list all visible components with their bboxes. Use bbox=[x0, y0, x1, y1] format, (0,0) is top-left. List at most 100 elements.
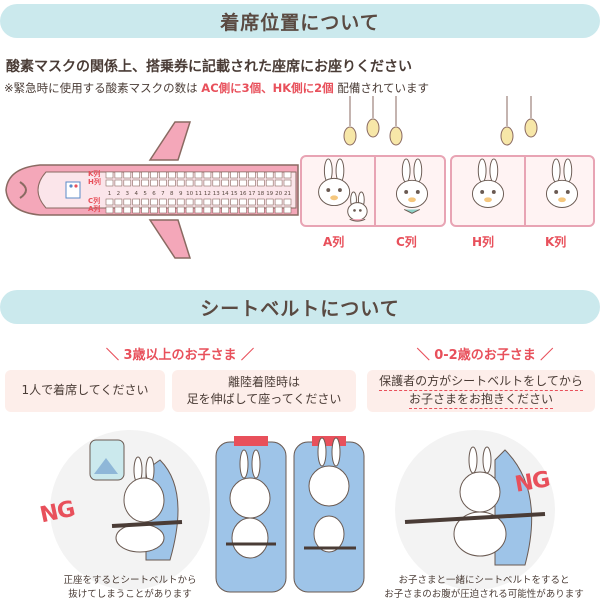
seat-number: 8 bbox=[170, 191, 174, 197]
seat-number: 16 bbox=[240, 191, 247, 197]
seat bbox=[212, 206, 221, 214]
seat-number: 3 bbox=[126, 191, 130, 197]
seat bbox=[203, 198, 212, 206]
seat bbox=[283, 179, 292, 187]
seat bbox=[221, 198, 229, 206]
seat bbox=[168, 198, 176, 206]
seat bbox=[230, 198, 238, 206]
seat bbox=[168, 179, 176, 187]
caption-line2: お子さまのお腹が圧迫される可能性があります bbox=[384, 589, 584, 601]
seat bbox=[274, 198, 283, 206]
oxygen-mask-icon bbox=[389, 96, 403, 146]
seat-number: 13 bbox=[213, 191, 220, 197]
seat-rows-ca bbox=[105, 198, 292, 214]
row-letter-k: K列 bbox=[88, 169, 100, 178]
seat bbox=[105, 171, 114, 179]
seat bbox=[203, 179, 212, 187]
age-3-plus-heading: ＼ 3歳以上のお子さま ／ bbox=[105, 348, 255, 363]
note-prefix: ※緊急時に使用する酸素マスクの数は bbox=[4, 81, 202, 95]
seat bbox=[114, 198, 123, 206]
seat bbox=[283, 198, 292, 206]
seat-number: 20 bbox=[275, 191, 282, 197]
caption-line1: お子さまと一緒にシートベルトをすると bbox=[398, 575, 570, 586]
seat bbox=[239, 179, 247, 187]
caption-kneeling: 正座をするとシートベルトから 抜けてしまうことがあります bbox=[40, 574, 220, 603]
seating-instruction: 酸素マスクの関係上、搭乗券に記載された座席にお座りください bbox=[6, 59, 412, 75]
seat bbox=[105, 206, 114, 214]
seat bbox=[185, 198, 194, 206]
seat bbox=[194, 179, 203, 187]
rabbit-adult-icon bbox=[395, 158, 429, 214]
row-label-c: C列 bbox=[396, 235, 417, 249]
seat bbox=[221, 206, 229, 214]
seat bbox=[176, 171, 185, 179]
seat bbox=[132, 179, 140, 187]
seat-number: 5 bbox=[143, 191, 147, 197]
seat bbox=[176, 198, 185, 206]
seat bbox=[185, 171, 194, 179]
seat bbox=[248, 206, 256, 214]
seat-number: 7 bbox=[161, 191, 165, 197]
seat bbox=[256, 198, 265, 206]
seat bbox=[230, 171, 238, 179]
seat bbox=[132, 206, 140, 214]
seat bbox=[168, 171, 176, 179]
seat-cell-a bbox=[302, 157, 376, 225]
seat bbox=[150, 198, 158, 206]
seat bbox=[248, 198, 256, 206]
illustration-kneeling-rabbit bbox=[89, 439, 183, 561]
seat-number: 4 bbox=[134, 191, 138, 197]
headrest-left bbox=[234, 436, 268, 446]
seat bbox=[283, 206, 292, 214]
section-header-seating: 着席位置について bbox=[0, 4, 600, 38]
seat bbox=[150, 179, 158, 187]
seat bbox=[256, 206, 265, 214]
seat bbox=[256, 179, 265, 187]
seat-cell-k bbox=[526, 157, 598, 225]
seat bbox=[212, 198, 221, 206]
seat bbox=[248, 171, 256, 179]
row-label-h: H列 bbox=[472, 235, 495, 249]
seat bbox=[212, 171, 221, 179]
cockpit-window bbox=[19, 181, 27, 199]
seat-number: 14 bbox=[222, 191, 229, 197]
seat-number: 19 bbox=[266, 191, 273, 197]
seat bbox=[239, 171, 247, 179]
row-letter-h: H列 bbox=[88, 177, 101, 186]
seat bbox=[194, 198, 203, 206]
seat bbox=[159, 198, 167, 206]
seatbelt-card-legs: 離陸着陸時は 足を伸ばして座ってください bbox=[172, 370, 356, 412]
seat bbox=[176, 179, 185, 187]
seat bbox=[132, 198, 140, 206]
seat bbox=[168, 206, 176, 214]
age-0-2-heading: ＼ 0-2歳のお子さま ／ bbox=[416, 348, 554, 363]
seat bbox=[274, 179, 283, 187]
row-label-a: A列 bbox=[323, 235, 345, 249]
lower-wing bbox=[148, 219, 192, 259]
seat bbox=[185, 206, 194, 214]
seat bbox=[141, 206, 149, 214]
seat bbox=[203, 206, 212, 214]
seat-number: 10 bbox=[186, 191, 193, 197]
seat-cell-c bbox=[376, 157, 448, 225]
section-title-seating: 着席位置について bbox=[220, 11, 380, 34]
illustration-correct-seating bbox=[215, 436, 365, 593]
card-text: 1人で着席してください bbox=[21, 383, 149, 398]
seat bbox=[256, 171, 265, 179]
seat-number: 12 bbox=[204, 191, 211, 197]
seatbelt-icon bbox=[404, 512, 546, 524]
seat bbox=[203, 171, 212, 179]
seat bbox=[265, 171, 274, 179]
oxygen-mask-note: ※緊急時に使用する酸素マスクの数は AC側に3個、HK側に2個 配備されています bbox=[4, 80, 429, 96]
seat bbox=[239, 206, 247, 214]
seat-number: 18 bbox=[257, 191, 264, 197]
seat bbox=[123, 206, 132, 214]
seat bbox=[141, 171, 149, 179]
seat bbox=[159, 179, 167, 187]
caption-infant: お子さまと一緒にシートベルトをすると お子さまのお腹が圧迫される可能性があります bbox=[372, 574, 596, 603]
card-text-line2: お子さまをお抱きください bbox=[408, 391, 553, 410]
seat bbox=[159, 171, 167, 179]
section-header-seatbelt: シートベルトについて bbox=[0, 290, 600, 324]
seat bbox=[150, 171, 158, 179]
